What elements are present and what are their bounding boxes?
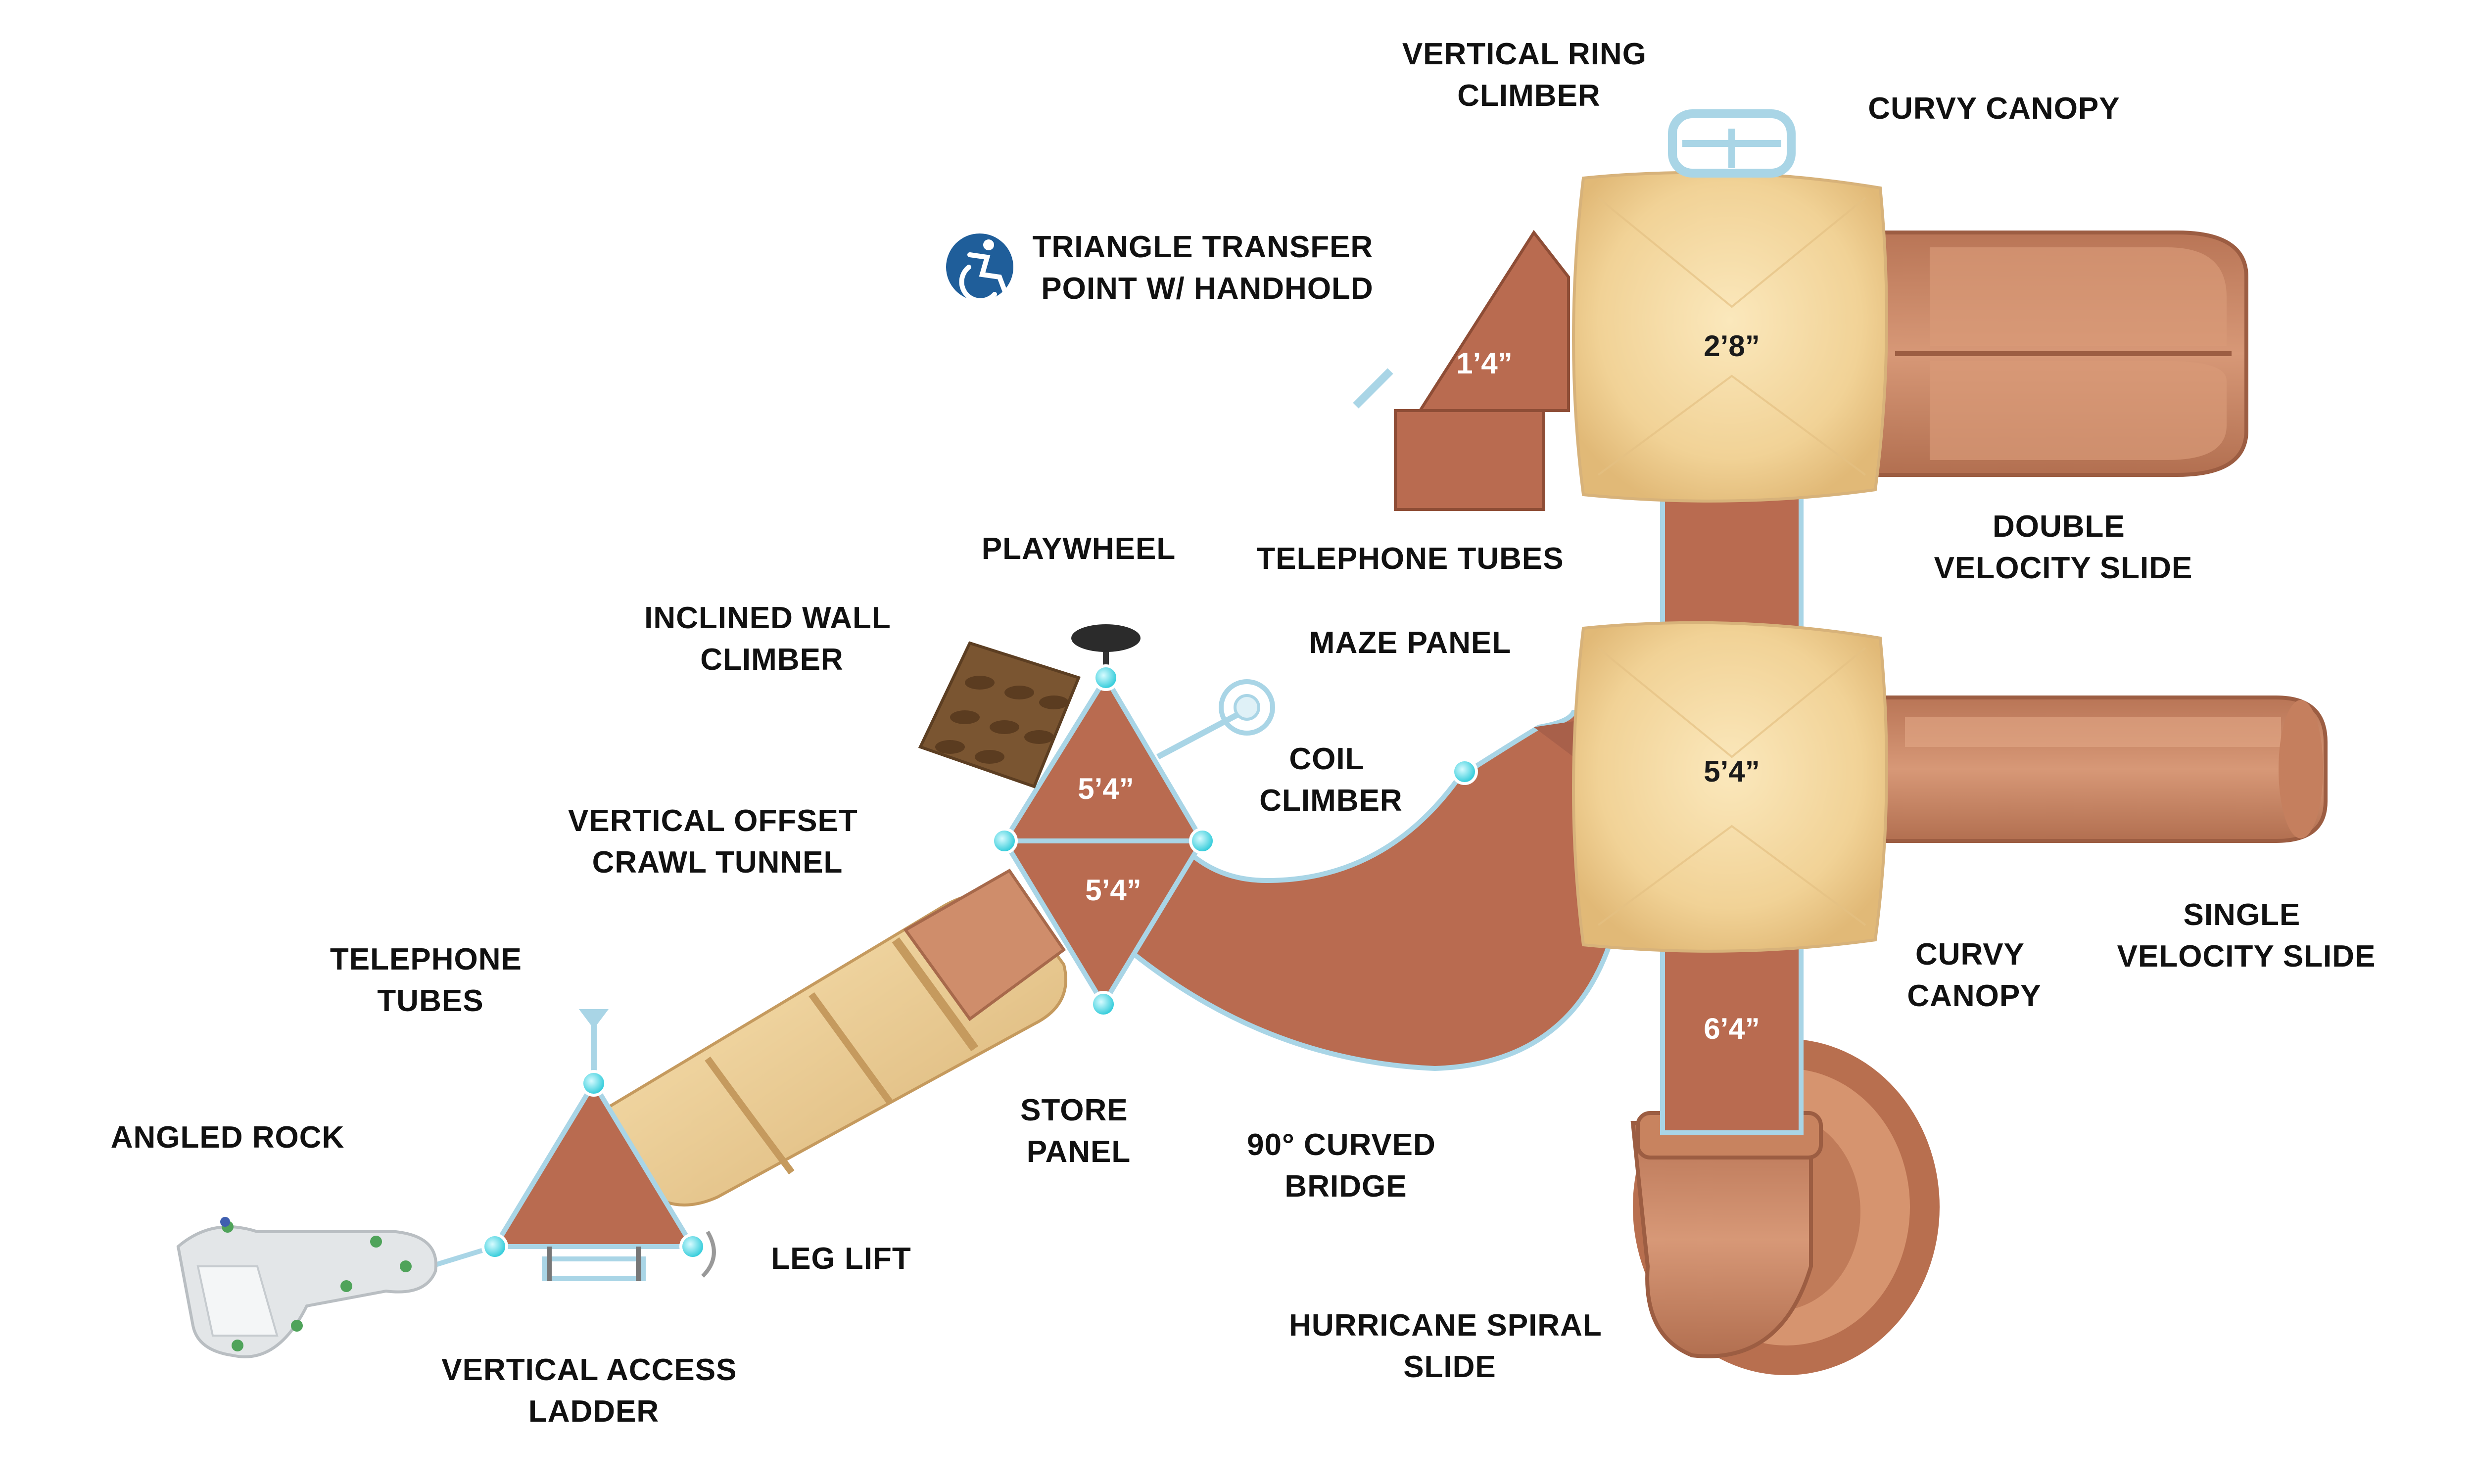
label-inclined-wall-climber: INCLINED WALL CLIMBER: [644, 601, 900, 677]
single-velocity-slide: [1873, 696, 2328, 843]
label-curvy-canopy-top: CURVY CANOPY: [1868, 92, 2120, 126]
label-store-panel: STORE PANEL: [1020, 1093, 1137, 1169]
hurricane-spiral-slide: [1630, 1039, 1940, 1375]
label-curved-bridge: 90° CURVED BRIDGE: [1247, 1128, 1445, 1204]
vertical-access-ladder: [542, 1247, 646, 1281]
bottom-canopy-height: 5’4”: [1704, 755, 1760, 788]
label-curvy-canopy-bottom: CURVY CANOPY: [1907, 937, 2041, 1013]
angled-rock: [176, 1217, 496, 1358]
leg-lift: [701, 1230, 716, 1278]
curvy-canopy-bottom: 5’4”: [1572, 621, 1888, 953]
label-leg-lift: LEG LIFT: [771, 1242, 911, 1276]
connector-clamps: [481, 664, 1478, 1260]
label-hurricane-spiral-slide: HURRICANE SPIRAL SLIDE: [1289, 1308, 1611, 1384]
double-velocity-slide: [1873, 231, 2248, 477]
curvy-canopy-top: 2’8”: [1572, 171, 1888, 503]
playwheel-deck-height: 5’4”: [1078, 772, 1134, 805]
coil-climber: [1156, 679, 1275, 760]
triangle-transfer-point: 1’4”: [1353, 230, 1570, 511]
label-angled-rock: ANGLED ROCK: [111, 1120, 345, 1155]
label-vertical-offset-crawl-tunnel: VERTICAL OFFSET CRAWL TUNNEL: [568, 804, 867, 880]
upper-connector-bridge: [1660, 487, 1804, 641]
label-telephone-tubes-left: TELEPHONE TUBES: [330, 942, 531, 1018]
label-maze-panel: MAZE PANEL: [1309, 626, 1511, 660]
label-single-velocity-slide: SINGLE VELOCITY SLIDE: [2117, 898, 2376, 974]
spiral-deck-height: 6’4”: [1704, 1012, 1760, 1045]
vertical-offset-crawl-tunnel: [596, 869, 1067, 1206]
wheelchair-accessible-icon: [946, 233, 1013, 303]
vertical-ring-climber: [1668, 109, 1796, 178]
inclined-wall-climber: [918, 641, 1081, 788]
store-deck: 5’4”: [1000, 838, 1207, 1009]
label-double-velocity-slide: DOUBLE VELOCITY SLIDE: [1934, 510, 2193, 585]
labels: VERTICAL RING CLIMBER CURVY CANOPY TRIAN…: [111, 37, 2376, 1429]
label-triangle-transfer-point: TRIANGLE TRANSFER POINT W/ HANDHOLD: [1033, 230, 1382, 306]
label-telephone-tubes-top: TELEPHONE TUBES: [1256, 542, 1564, 576]
label-playwheel: PLAYWHEEL: [982, 532, 1176, 566]
transfer-point-height: 1’4”: [1456, 347, 1512, 380]
label-coil-climber: COIL CLIMBER: [1259, 742, 1402, 818]
top-canopy-height: 2’8”: [1704, 329, 1760, 363]
store-deck-height: 5’4”: [1085, 874, 1141, 907]
label-vertical-ring-climber: VERTICAL RING CLIMBER: [1402, 37, 1656, 113]
label-vertical-access-ladder: VERTICAL ACCESS LADDER: [441, 1353, 746, 1429]
